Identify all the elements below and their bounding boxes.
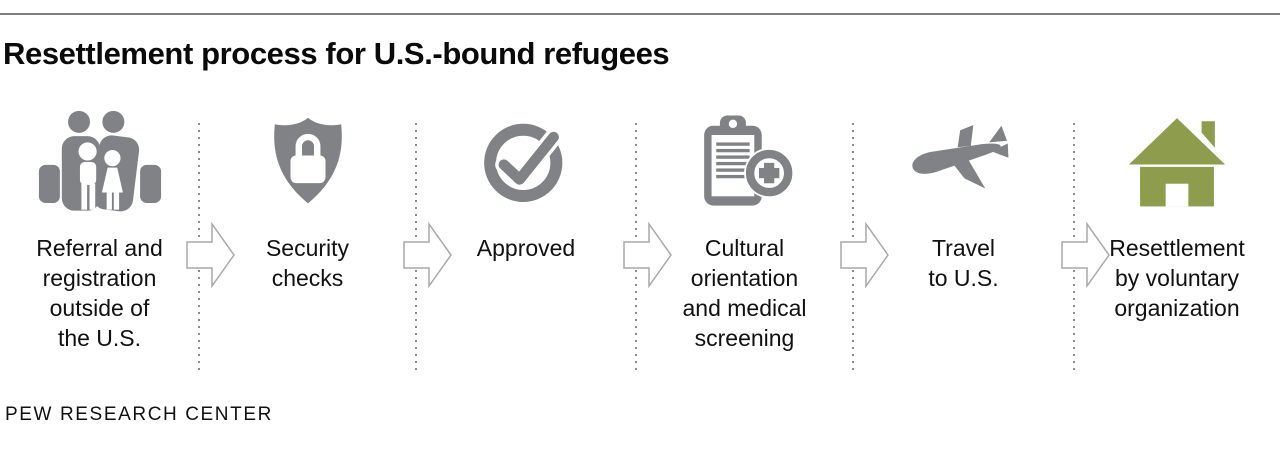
- source-attribution: PEW RESEARCH CENTER: [5, 404, 273, 425]
- step-resettlement: Resettlement by voluntary organization: [1074, 105, 1280, 353]
- flow-arrow-icon: [403, 222, 452, 288]
- page-title: Resettlement process for U.S.-bound refu…: [3, 36, 670, 71]
- step-label: Referral and registration outside of the…: [36, 235, 163, 351]
- family-with-luggage-icon: [38, 110, 161, 212]
- flow-arrow-icon: [623, 222, 672, 288]
- shield-lock-icon: [273, 117, 342, 204]
- step-travel: Travel to U.S.: [853, 105, 1074, 353]
- step-approved: Approved: [416, 105, 636, 353]
- step-label: Security checks: [265, 235, 350, 291]
- step-label: Travel to U.S.: [928, 235, 999, 291]
- airplane-icon: [911, 125, 1008, 189]
- flow-arrow-icon: [186, 222, 235, 288]
- flow-arrow-icon: [1061, 222, 1110, 288]
- check-circle-icon: [484, 123, 563, 202]
- flow-arrow-icon: [840, 222, 889, 288]
- step-security-checks: Security checks: [199, 105, 416, 353]
- clipboard-medical-icon: [703, 115, 794, 206]
- step-label: Resettlement by voluntary organization: [1109, 235, 1245, 321]
- process-flow: Referral and registration outside of the…: [0, 105, 1280, 353]
- step-cultural-medical: Cultural orientation and medical screeni…: [636, 105, 853, 353]
- step-label: Approved: [476, 235, 576, 261]
- top-divider: [0, 13, 1280, 15]
- step-referral: Referral and registration outside of the…: [0, 105, 199, 353]
- step-label: Cultural orientation and medical screeni…: [682, 235, 807, 351]
- house-icon: [1124, 115, 1230, 207]
